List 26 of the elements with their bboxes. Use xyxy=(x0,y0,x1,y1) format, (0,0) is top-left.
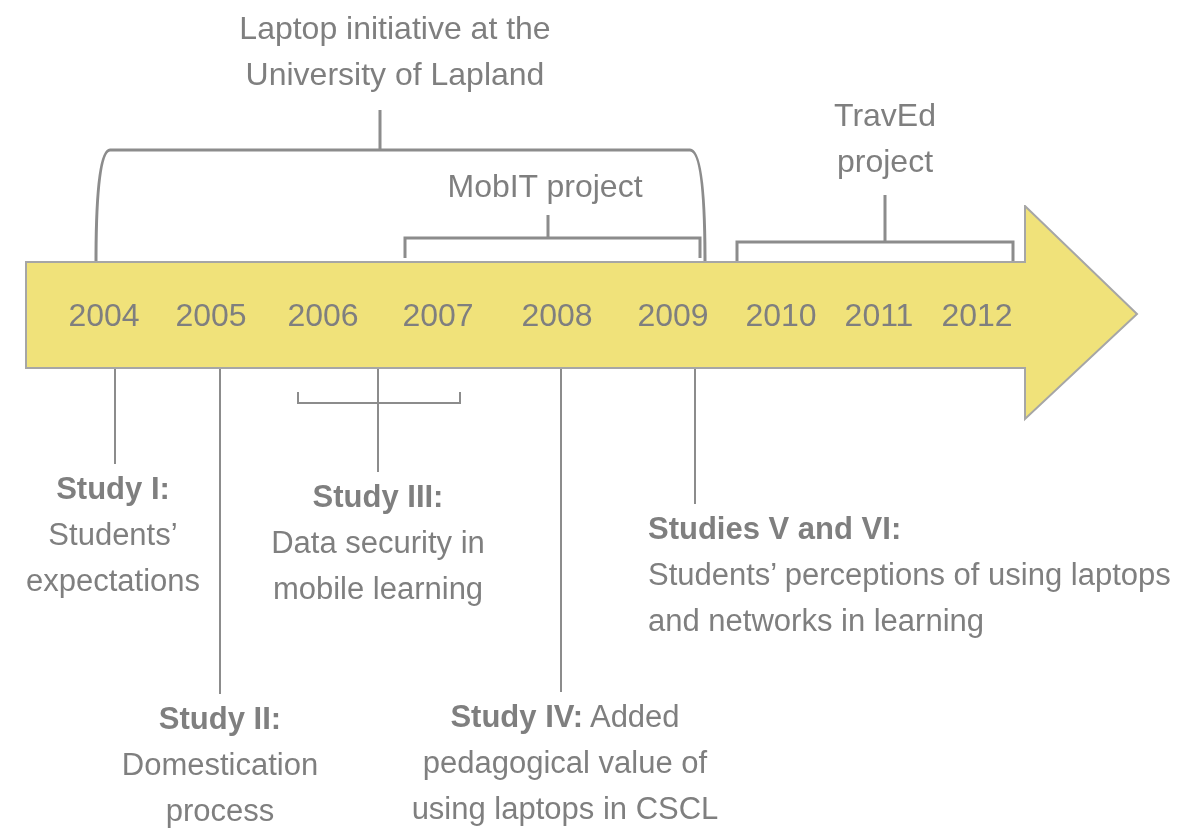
leader-line xyxy=(114,367,116,465)
study-description: Study IV: Added pedagogical value of using laptops in CSCL xyxy=(410,698,720,828)
study-heading: Studies V and VI: xyxy=(648,510,903,548)
year-label: 2008 xyxy=(521,296,593,335)
year-label: 2004 xyxy=(68,296,140,335)
leader-line xyxy=(219,367,221,695)
study-description: Data security in mobile learning xyxy=(270,524,486,608)
leader-line xyxy=(694,367,696,505)
year-label: 2005 xyxy=(175,296,247,335)
leader-line xyxy=(560,367,562,693)
period-label: TravEd project xyxy=(833,96,937,181)
study-heading: Study II: xyxy=(157,700,283,738)
year-label: 2012 xyxy=(941,296,1013,335)
study-description: Students’ perceptions of using laptops and networks in learning xyxy=(648,556,1172,640)
study-heading: Study III: xyxy=(311,478,445,516)
year-label: 2011 xyxy=(844,296,914,335)
period-label: Laptop initiative at the University of Lapland xyxy=(238,9,552,94)
leader-line xyxy=(377,367,379,473)
study-description: Students’ expectations xyxy=(24,516,202,600)
year-label: 2007 xyxy=(402,296,474,335)
year-label: 2009 xyxy=(637,296,709,335)
study-description: Domestication process xyxy=(120,746,320,830)
year-label: 2010 xyxy=(745,296,817,335)
year-label: 2006 xyxy=(287,296,359,335)
study-heading: Study I: xyxy=(55,470,171,508)
period-label: MobIT project xyxy=(446,167,644,206)
